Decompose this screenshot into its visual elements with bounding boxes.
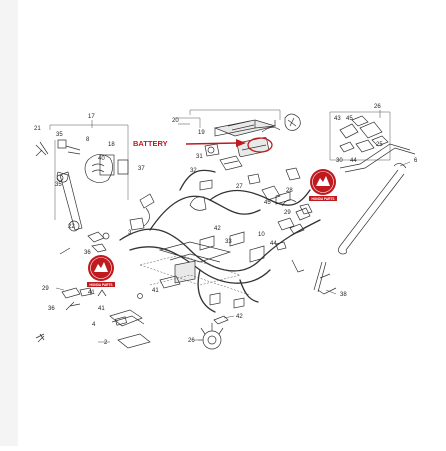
part-number: 36: [48, 306, 55, 312]
part-number: 32: [190, 168, 197, 174]
part-number: 41: [88, 290, 95, 296]
part-number: 3: [128, 230, 132, 236]
lower-left-parts: [35, 287, 151, 349]
right-small-parts: [275, 199, 331, 279]
left-bracket-group: [35, 124, 129, 255]
part-number: 26: [374, 104, 381, 110]
part-number: 33: [225, 239, 232, 245]
battery-callout: BATTERY: [133, 137, 273, 153]
part-number: 10: [258, 232, 265, 238]
part-number: 43: [334, 116, 341, 122]
part-number: 27: [236, 184, 243, 190]
part-number: 42: [236, 314, 243, 320]
honda-parts-stamp-left: HONDA PARTS: [87, 255, 115, 287]
part-number: 26: [188, 338, 195, 344]
part-number: 22: [68, 224, 75, 230]
part-number: 42: [214, 226, 221, 232]
battery-highlight-circle: [247, 137, 273, 153]
part-number: 6: [414, 158, 418, 164]
lower-center-pulley: [198, 315, 229, 350]
part-number: 45: [346, 116, 353, 122]
part-number: 35: [55, 182, 62, 188]
part-number: 25: [376, 142, 383, 148]
svg-text:HONDA PARTS: HONDA PARTS: [311, 197, 334, 201]
battery-arrow-icon: [236, 139, 246, 147]
leader-lines: [55, 110, 411, 343]
part-number: 44: [350, 158, 357, 164]
honda-parts-stamp-right: HONDA PARTS: [309, 169, 337, 201]
part-number: 29: [284, 210, 291, 216]
main-wire-harness: [119, 167, 321, 313]
battery-pointer-line: [185, 142, 239, 145]
part-number: 28: [286, 188, 293, 194]
part-number: 19: [198, 130, 205, 136]
part-number: 41: [98, 306, 105, 312]
part-number-labels: 17 21 35 8 18 40 35 22 37 20 19 31 32 27…: [34, 104, 418, 346]
top-right-relay-group: [329, 111, 416, 173]
part-number: 20: [172, 118, 179, 124]
battery-label: BATTERY: [133, 139, 168, 148]
part-number: 21: [34, 126, 41, 132]
part-number: 38: [340, 292, 347, 298]
part-number: 35: [56, 132, 63, 138]
part-number: 18: [108, 142, 115, 148]
part-number: 2: [104, 340, 108, 346]
left-margin-strip: [0, 0, 18, 446]
part-number: 40: [98, 156, 105, 162]
part-number: 30: [336, 158, 343, 164]
part-number: 4: [92, 322, 96, 328]
part-number: 44: [270, 241, 277, 247]
battery-box-group: [175, 109, 301, 171]
part-number: 45: [264, 200, 271, 206]
part-number: 37: [138, 166, 145, 172]
part-number: 36: [84, 250, 91, 256]
svg-text:HONDA PARTS: HONDA PARTS: [89, 283, 112, 287]
part-number: 17: [88, 114, 95, 120]
part-number: 29: [42, 286, 49, 292]
part-number: 8: [86, 137, 90, 143]
part-number: 31: [196, 154, 203, 160]
part-number: 41: [152, 288, 159, 294]
right-harness-tube: [313, 163, 407, 295]
